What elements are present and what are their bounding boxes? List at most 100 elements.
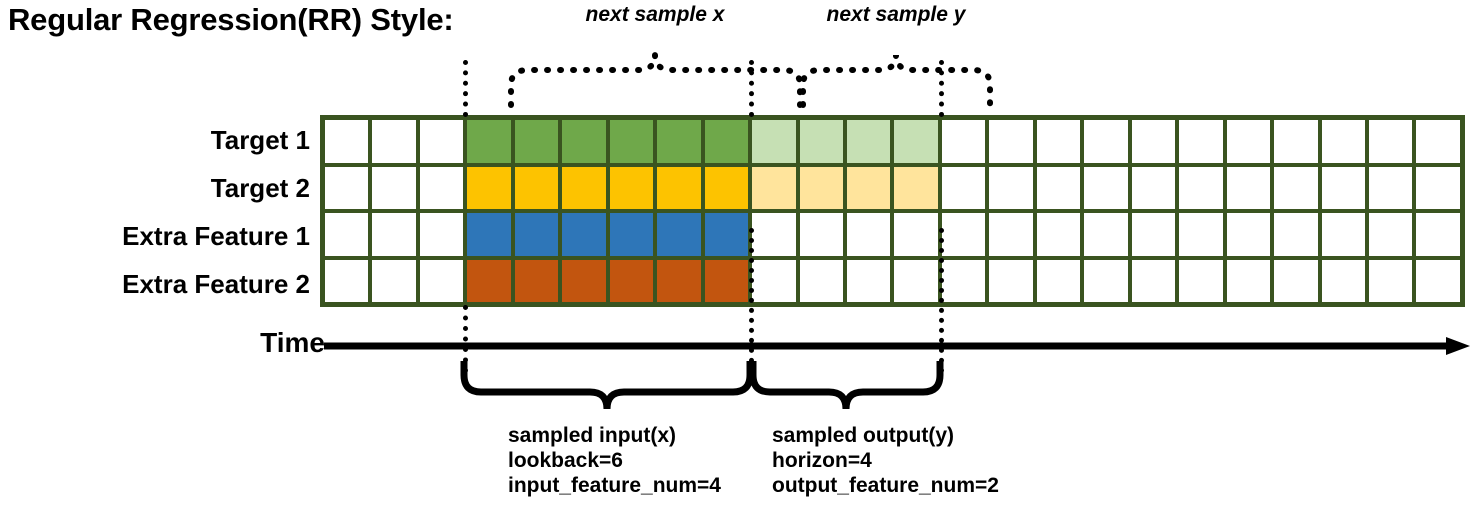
grid-cell [1036,259,1081,302]
grid-cell [1321,166,1365,209]
grid-cell [419,213,464,256]
grid-cell [514,120,559,163]
grid-cell [609,259,654,302]
grid-cell [1084,213,1128,256]
grid-cell [1321,259,1365,302]
grid-cell [609,166,654,209]
grid-row-target-1 [325,120,1460,163]
grid-cell [514,213,559,256]
grid-cell [1226,166,1271,209]
grid-cell [799,259,843,302]
grid-cell [372,213,416,256]
grid-cell [1226,213,1271,256]
grid-cell [657,259,701,302]
grid-cell [704,166,749,209]
grid-cell [989,259,1033,302]
grid-cell [657,213,701,256]
grid-cell [1368,166,1413,209]
grid-cell [894,120,938,163]
grid-cell [704,259,749,302]
grid-cell [1274,166,1318,209]
grid-cell [325,166,369,209]
grid-cell [1274,213,1318,256]
brace-next-sample-y [800,54,993,108]
grid-cell [1036,166,1081,209]
grid-cell [514,166,559,209]
caption-sampled-output-line-2: horizon=4 [772,449,872,472]
grid-cell [752,120,796,163]
grid-cell [419,120,464,163]
grid-cell [1416,120,1460,163]
grid-cell [941,213,986,256]
guide-line-output-end [939,60,944,117]
guide-line-split [749,60,754,117]
grid-cell [609,120,654,163]
grid-cell [941,166,986,209]
grid-cell [325,259,369,302]
time-series-grid [320,115,1465,307]
grid-cell [1179,166,1223,209]
grid-cell [989,120,1033,163]
caption-sampled-input-line-1: sampled input(x) [508,424,677,447]
grid-cell [1131,166,1176,209]
caption-sampled-output-line-1: sampled output(y) [772,424,954,447]
grid-cell [1131,120,1176,163]
grid-cell [467,120,511,163]
grid-cell [372,120,416,163]
grid-cell [419,166,464,209]
grid-cell [1131,213,1176,256]
grid-cell [704,213,749,256]
grid-cell [941,259,986,302]
grid-cell [1084,259,1128,302]
grid-cell [514,259,559,302]
time-axis-label: Time [260,327,325,358]
grid-cell [1416,259,1460,302]
grid-cell [467,213,511,256]
caption-sampled-output-line-3: output_feature_num=2 [772,474,999,497]
grid-cell [799,166,843,209]
grid-cell [1368,259,1413,302]
caption-sampled-output: sampled output(y) horizon=4 output_featu… [772,423,999,498]
grid-cell [1131,259,1176,302]
grid-row-target-2 [325,166,1460,209]
grid-cell [1368,120,1413,163]
caption-sampled-input-line-3: input_feature_num=4 [508,474,721,497]
grid-row-extra-feature-1 [325,213,1460,256]
grid-cell [1321,120,1365,163]
grid-cell [1368,213,1413,256]
grid-cell [941,120,986,163]
grid-cell [657,166,701,209]
grid-cell [657,120,701,163]
grid-cell [1416,213,1460,256]
grid-cell [1179,120,1223,163]
row-label-extra-feature-1: Extra Feature 1 [122,221,310,251]
guide-line-output-end-lower [939,228,944,373]
grid-cell [846,259,891,302]
page-title: Regular Regression(RR) Style: [8,2,454,37]
caption-sampled-input-line-2: lookback=6 [508,449,623,472]
grid-cell [799,120,843,163]
grid-cell [562,259,606,302]
grid-cell [467,166,511,209]
guide-line-input-start-lower [463,305,468,373]
time-axis-arrow [324,337,1470,355]
brace-sampled-output [749,361,944,410]
grid-cell [846,166,891,209]
grid-cell [752,166,796,209]
grid-cell [989,166,1033,209]
grid-cell [467,259,511,302]
grid-cell [1036,120,1081,163]
grid-cell [325,120,369,163]
grid-cell [1274,120,1318,163]
row-label-target-2: Target 2 [210,173,310,203]
grid-cell [894,259,938,302]
grid-cell [1321,213,1365,256]
caption-next-sample-x: next sample x [585,3,725,26]
grid-cell [1084,120,1128,163]
caption-sampled-input: sampled input(x) lookback=6 input_featur… [508,423,721,498]
grid-row-extra-feature-2 [325,259,1460,302]
grid-cell [1036,213,1081,256]
grid-cell [1084,166,1128,209]
grid-cell [372,259,416,302]
row-label-extra-feature-2: Extra Feature 2 [122,269,310,299]
